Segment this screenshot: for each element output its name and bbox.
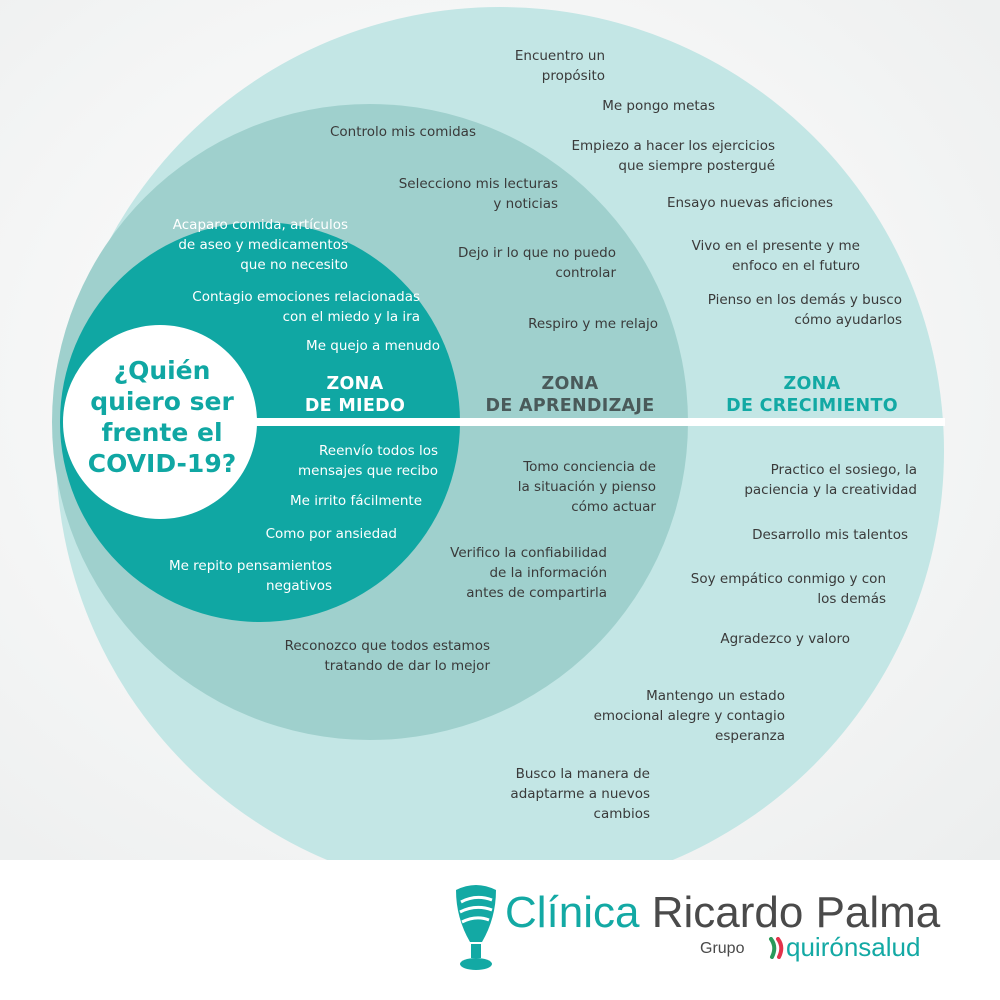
learning-item: Reconozco que todos estamos tratando de … — [284, 638, 490, 674]
growth-item: Practico el sosiego, la paciencia y la c… — [744, 462, 917, 498]
fear-item: Me irrito fácilmente — [289, 493, 422, 509]
fear-item: Acaparo comida, artículos de aseo y medi… — [172, 217, 348, 273]
growth-item: Soy empático conmigo y con los demás — [690, 571, 886, 607]
brand-name: Clínica Ricardo Palma — [505, 888, 940, 938]
learning-item: Selecciono mis lecturas y noticias — [398, 176, 558, 212]
growth-item: Vivo en el presente y me enfoco en el fu… — [691, 238, 860, 274]
quironsalud-icon — [769, 937, 784, 959]
growth-item: Ensayo nuevas aficiones — [666, 195, 833, 211]
growth-item: Mantengo un estado emocional alegre y co… — [593, 688, 785, 744]
zones-diagram — [52, 7, 945, 860]
fear-item: Reenvío todos los mensajes que recibo — [298, 443, 438, 479]
brand-group-label: Grupo — [700, 940, 745, 957]
clinic-logo-icon — [456, 885, 496, 970]
learning-item: Controlo mis comidas — [329, 124, 476, 140]
growth-item: Empiezo a hacer los ejercicios que siemp… — [571, 138, 776, 174]
footer — [0, 860, 1000, 1000]
center-question: ¿Quién quiero ser frente el COVID-19? — [87, 356, 237, 478]
fear-item: Me quejo a menudo — [306, 338, 440, 354]
learning-item: Respiro y me relajo — [528, 316, 658, 332]
brand-name-rest: Ricardo Palma — [639, 888, 941, 937]
growth-item: Desarrollo mis talentos — [752, 527, 908, 543]
growth-zone-title: ZONA DE CRECIMIENTO — [726, 374, 898, 416]
growth-item: Pienso en los demás y busco cómo ayudarl… — [707, 292, 902, 328]
center-circle — [63, 325, 257, 519]
learning-item: Dejo ir lo que no puedo controlar — [458, 245, 616, 281]
fear-zone-title: ZONA DE MIEDO — [304, 374, 406, 416]
growth-item: Agradezco y valoro — [720, 631, 850, 647]
growth-item: Encuentro un propósito — [514, 48, 605, 84]
learning-item: Tomo conciencia de la situación y pienso… — [517, 459, 656, 515]
divider-line — [170, 418, 945, 426]
fear-item: Como por ansiedad — [265, 526, 397, 542]
growth-item: Me pongo metas — [602, 98, 715, 114]
fear-item: Contagio emociones relacionadas con el m… — [192, 289, 420, 325]
fear-item: Me repito pensamientos negativos — [168, 558, 332, 594]
brand-name-accent: Clínica — [505, 888, 640, 937]
learning-item: Verifico la confiabilidad de la informac… — [450, 545, 607, 601]
brand-group-name: quirónsalud — [786, 932, 921, 962]
learning-zone-title: ZONA DE APRENDIZAJE — [485, 374, 655, 416]
growth-item: Busco la manera de adaptarme a nuevos ca… — [510, 766, 650, 822]
